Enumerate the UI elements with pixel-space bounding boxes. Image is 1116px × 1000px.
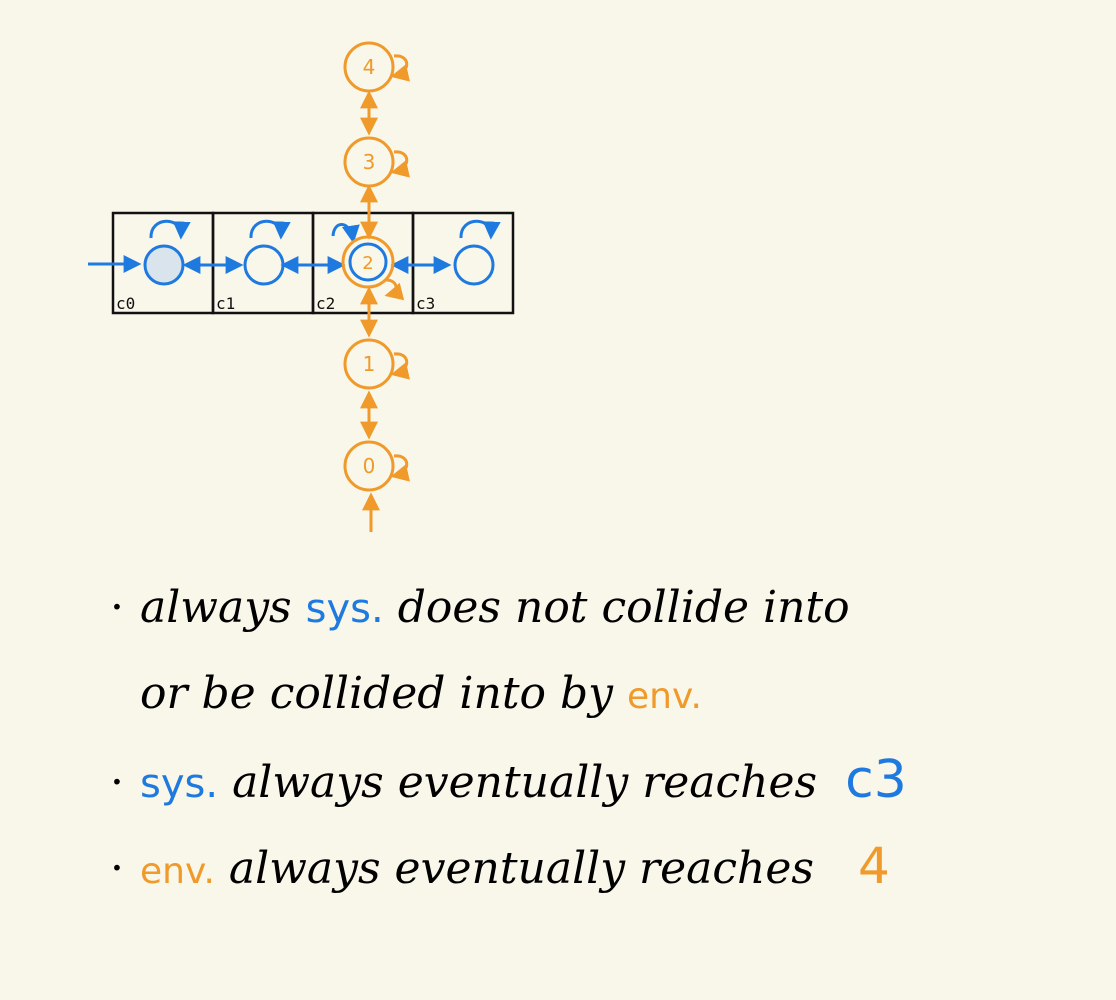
env-self-loop-4 (390, 54, 411, 82)
specification-list: · always sys. does not collide into or be… (110, 565, 1100, 909)
game-graph-diagram: c0 c1 c2 c3 (88, 41, 515, 532)
spec-line-sys-goal: · sys. always eventually reaches c3 (110, 737, 1100, 823)
env-state-1: 1 (343, 338, 395, 390)
env-state-0: 0 (343, 440, 395, 492)
spec-text: or be collided into by (140, 668, 613, 719)
env-self-loop-1 (390, 352, 411, 380)
sys-state-c2 (348, 242, 388, 282)
spec-text: always eventually reaches (232, 757, 818, 808)
self-loop-c1 (249, 219, 291, 240)
env-label: env. (140, 851, 215, 892)
env-self-loop-2 (384, 278, 405, 301)
env-state-label-2: 2 (362, 253, 373, 274)
bullet: · (110, 757, 124, 808)
sys-state-c0 (143, 244, 185, 286)
cell-label-c1: c1 (216, 294, 235, 313)
sys-goal: c3 (845, 750, 907, 810)
cell-label-c0: c0 (116, 294, 135, 313)
cell-label-c2: c2 (316, 294, 335, 313)
spec-text: always eventually reaches (228, 843, 814, 894)
bullet: · (110, 582, 124, 633)
spec-text: always (140, 582, 292, 633)
sys-label: sys. (305, 586, 384, 632)
env-self-loop-0 (390, 454, 411, 482)
env-state-4: 4 (343, 41, 395, 93)
bullet: · (110, 843, 124, 894)
self-loop-c2 (331, 223, 360, 244)
env-state-2: 2 (341, 235, 395, 289)
spec-text: does not collide into (397, 582, 850, 633)
env-self-loop-3 (390, 150, 411, 178)
cell-c1: c1 (211, 211, 315, 315)
self-loop-c0 (149, 219, 191, 240)
env-label: env. (627, 676, 702, 717)
spec-line-env-goal: · env. always eventually reaches 4 (110, 823, 1100, 909)
spec-line-safety: · always sys. does not collide into (110, 565, 1100, 651)
env-goal: 4 (857, 837, 890, 895)
env-state-label-4: 4 (363, 55, 376, 79)
env-state-3: 3 (343, 136, 395, 188)
spec-line-safety-cont: or be collided into by env. (110, 651, 1100, 737)
env-state-label-0: 0 (363, 454, 376, 478)
cell-label-c3: c3 (416, 294, 435, 313)
sys-label: sys. (140, 761, 219, 807)
sys-state-c1 (243, 244, 285, 286)
env-state-label-3: 3 (363, 150, 376, 174)
self-loop-c3 (459, 219, 501, 240)
sys-state-c3 (453, 244, 495, 286)
env-state-label-1: 1 (363, 352, 376, 376)
